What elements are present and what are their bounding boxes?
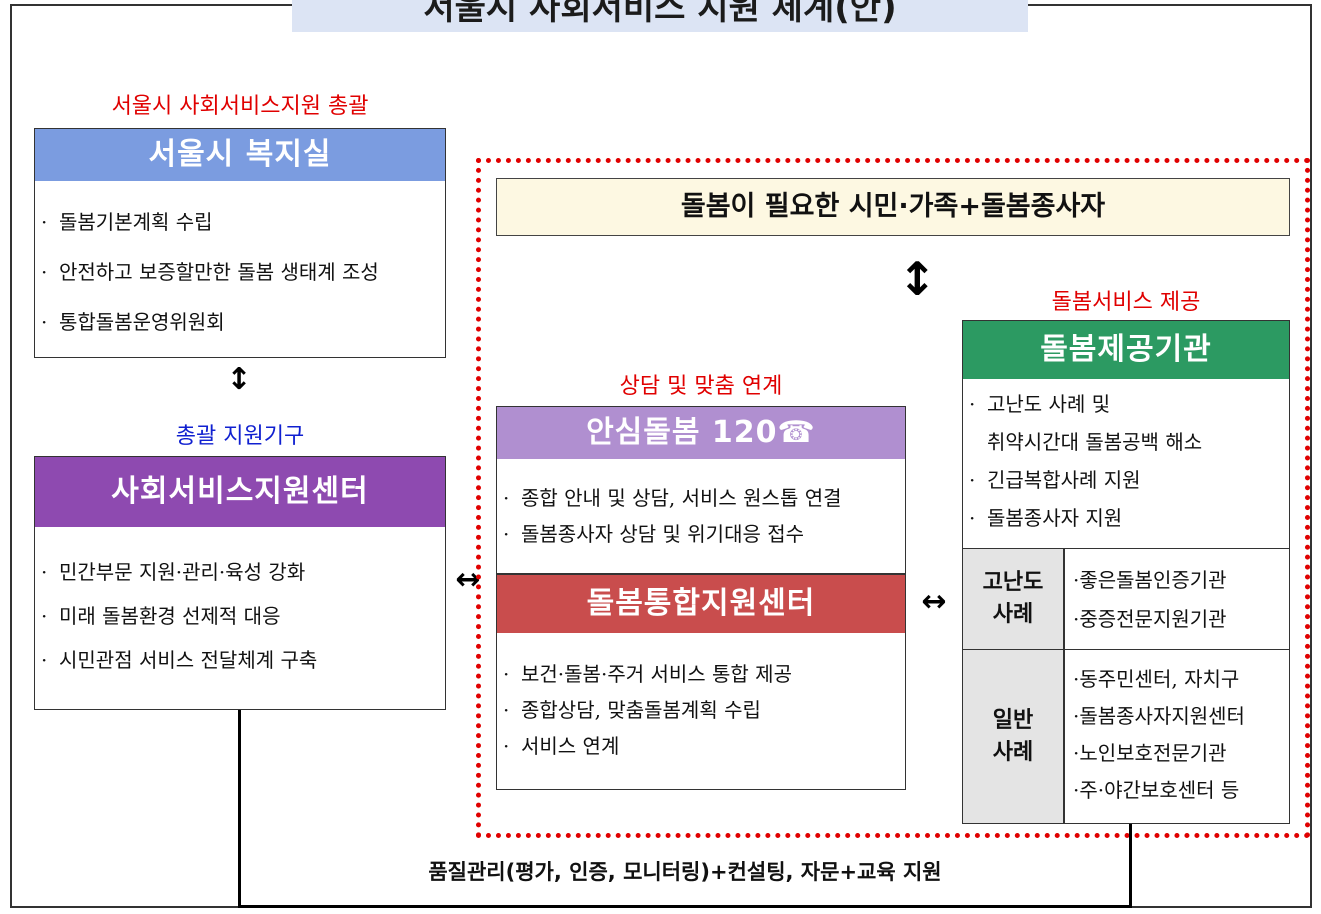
connector-right [1129,824,1132,908]
frame-top-right [1028,4,1312,6]
list-item: 긴급복합사례 지원 [963,467,1289,493]
general-cases-label: 일반 사례 [963,650,1063,823]
up-down-arrow-icon: ↕ [226,362,252,397]
list-item: 통합돌봄운영위원회 [35,309,445,335]
citizens-box: 돌봄이 필요한 시민·가족+돌봄종사자 [496,178,1290,236]
list-item: 미래 돌봄환경 선제적 대응 [35,603,445,629]
list-item: ·주·야간보호센터 등 [1073,778,1240,802]
provider-list: 고난도 사례 및 취약시간대 돌봄공백 해소 긴급복합사례 지원 돌봄종사자 지… [963,391,1289,531]
left-right-arrow-icon: ↔ [921,584,947,619]
list-item: 종합 안내 및 상담, 서비스 원스톱 연결 [497,485,905,511]
list-item-continued: 취약시간대 돌봄공백 해소 [963,429,1289,455]
connector-left [238,710,241,908]
bottom-support-text: 품질관리(평가, 인증, 모니터링)+컨설팅, 자문+교육 지원 [428,860,942,884]
list-item: ·중증전문지원기관 [1073,607,1227,631]
list-item: 돌봄종사자 지원 [963,505,1289,531]
support-label: 총괄 지원기구 [175,424,305,449]
list-item-text: 취약시간대 돌봄공백 해소 [987,430,1203,454]
list-item: ·동주민센터, 자치구 [1073,667,1240,691]
welfare-top-label: 서울시 사회서비스지원 총괄 [111,94,369,119]
hard-cases-label-1: 고난도 [982,570,1044,595]
hard-cases-list: ·좋은돌봄인증기관 ·중증전문지원기관 [1067,565,1287,635]
care-service-region [476,158,1310,838]
list-item: 고난도 사례 및 [963,391,1289,417]
list-item: 보건·돌봄·주거 서비스 통합 제공 [497,661,905,687]
list-item: 돌봄기본계획 수립 [35,209,445,235]
social-center-list: 민간부문 지원·관리·육성 강화 미래 돌봄환경 선제적 대응 시민관점 서비스… [35,559,445,673]
general-cases-list: ·동주민센터, 자치구 ·돌봄종사자지원센터 ·노인보호전문기관 ·주·야간보호… [1067,664,1287,806]
page-title: 서울시 사회서비스 지원 체계(안) [292,0,1028,32]
hard-cases-label: 고난도 사례 [963,549,1063,649]
right-label: 돌봄서비스 제공 [1051,290,1201,315]
welfare-office-header: 서울시 복지실 [35,129,445,181]
general-cases-row: 일반 사례 ·동주민센터, 자치구 ·돌봄종사자지원센터 ·노인보호전문기관 ·… [963,650,1289,823]
middle-label: 상담 및 맞춤 연계 [619,374,783,399]
cell-divider [1063,549,1065,649]
list-item: ·좋은돌봄인증기관 [1073,568,1227,592]
provider-header: 돌봄제공기관 [963,321,1289,379]
integrated-center-header: 돌봄통합지원센터 [497,575,905,633]
list-item: 돌봄종사자 상담 및 위기대응 접수 [497,521,905,547]
frame-top-left [10,4,292,6]
connector-bottom [238,905,1132,908]
list-item: ·노인보호전문기관 [1073,741,1227,765]
hotline-header: 안심돌봄 120☎ [497,407,905,459]
list-item: 서비스 연계 [497,733,905,759]
general-cases-label-1: 일반 [992,707,1034,733]
hard-cases-row: 고난도 사례 ·좋은돌봄인증기관 ·중증전문지원기관 [963,548,1289,650]
general-cases-label-2: 사례 [992,739,1034,765]
list-item: ·돌봄종사자지원센터 [1073,704,1245,728]
cell-divider [1063,650,1065,823]
list-item: 종합상담, 맞춤돌봄계획 수립 [497,697,905,723]
integrated-center-box: 돌봄통합지원센터 보건·돌봄·주거 서비스 통합 제공 종합상담, 맞춤돌봄계획… [496,574,906,790]
list-item: 민간부문 지원·관리·육성 강화 [35,559,445,585]
up-down-arrow-icon: ↕ [898,252,937,306]
integrated-center-list: 보건·돌봄·주거 서비스 통합 제공 종합상담, 맞춤돌봄계획 수립 서비스 연… [497,661,905,759]
welfare-office-list: 돌봄기본계획 수립 안전하고 보증할만한 돌봄 생태계 조성 통합돌봄운영위원회 [35,209,445,335]
hotline-box: 안심돌봄 120☎ 종합 안내 및 상담, 서비스 원스톱 연결 돌봄종사자 상… [496,406,906,574]
hotline-list: 종합 안내 및 상담, 서비스 원스톱 연결 돌봄종사자 상담 및 위기대응 접… [497,485,905,547]
social-center-header: 사회서비스지원센터 [35,457,445,527]
list-item: 안전하고 보증할만한 돌봄 생태계 조성 [35,259,445,285]
list-item: 시민관점 서비스 전달체계 구축 [35,647,445,673]
welfare-office-box: 서울시 복지실 돌봄기본계획 수립 안전하고 보증할만한 돌봄 생태계 조성 통… [34,128,446,358]
social-center-box: 사회서비스지원센터 민간부문 지원·관리·육성 강화 미래 돌봄환경 선제적 대… [34,456,446,710]
hard-cases-label-2: 사례 [992,602,1034,627]
